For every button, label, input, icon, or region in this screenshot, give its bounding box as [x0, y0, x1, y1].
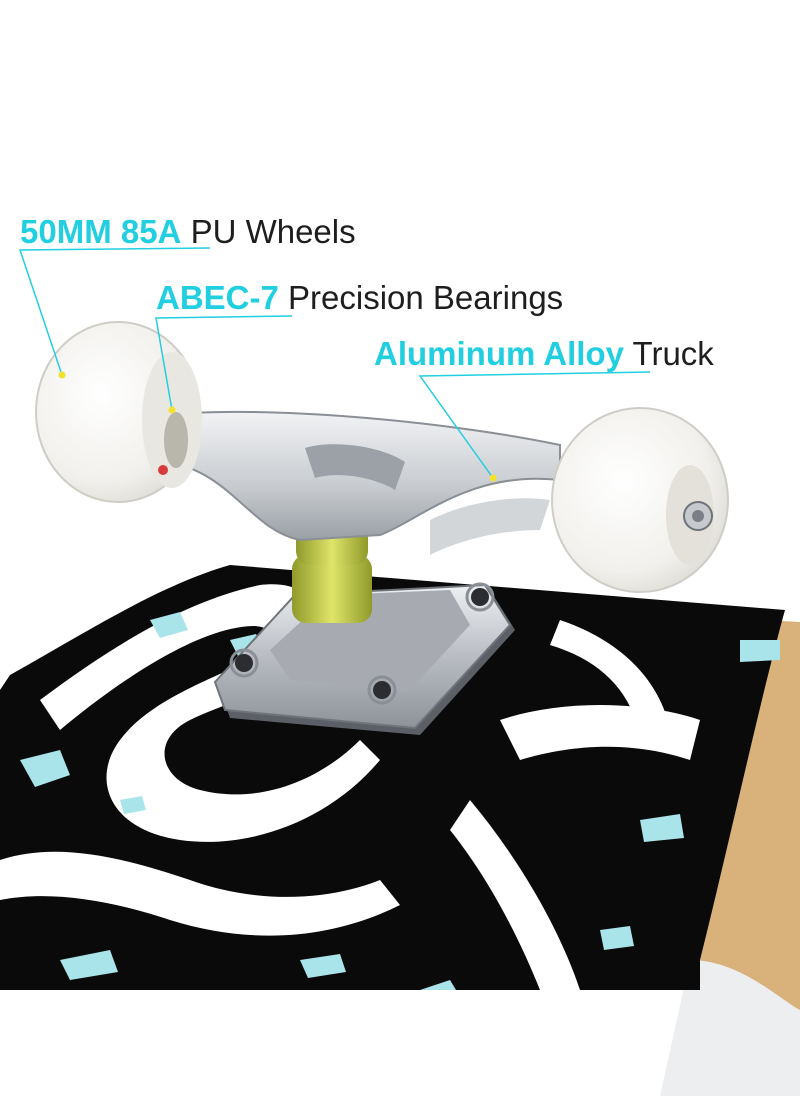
callout-points — [58, 371, 497, 482]
bearing-shield — [158, 465, 168, 475]
truck-label: Truck — [632, 335, 714, 372]
callout-wheels: 50MM 85A PU Wheels — [20, 212, 356, 252]
leader-truck — [418, 371, 651, 479]
bearings-label: Precision Bearings — [288, 279, 564, 316]
bolt-nut — [471, 588, 489, 606]
callout-truck: Aluminum Alloy Truck — [374, 334, 714, 374]
callout-leaders — [18, 247, 651, 479]
bolt-nut — [373, 681, 391, 699]
left-wheel — [35, 321, 202, 503]
leader-bearings — [155, 315, 293, 411]
wheels-spec: 50MM 85A — [20, 213, 182, 250]
point-truck — [489, 474, 497, 482]
leader-wheels — [18, 247, 211, 376]
truck-hanger — [164, 410, 561, 555]
wheels-label: PU Wheels — [190, 213, 356, 250]
point-wheels — [58, 371, 66, 379]
callout-bearings: ABEC-7 Precision Bearings — [156, 278, 563, 318]
bearings-spec: ABEC-7 — [156, 279, 279, 316]
point-bearings — [168, 406, 176, 414]
right-wheel — [551, 407, 729, 593]
deck-shadow — [660, 960, 800, 1096]
bolt-nut — [235, 654, 253, 672]
truck-baseplate — [213, 582, 515, 735]
truck-spec: Aluminum Alloy — [374, 335, 624, 372]
